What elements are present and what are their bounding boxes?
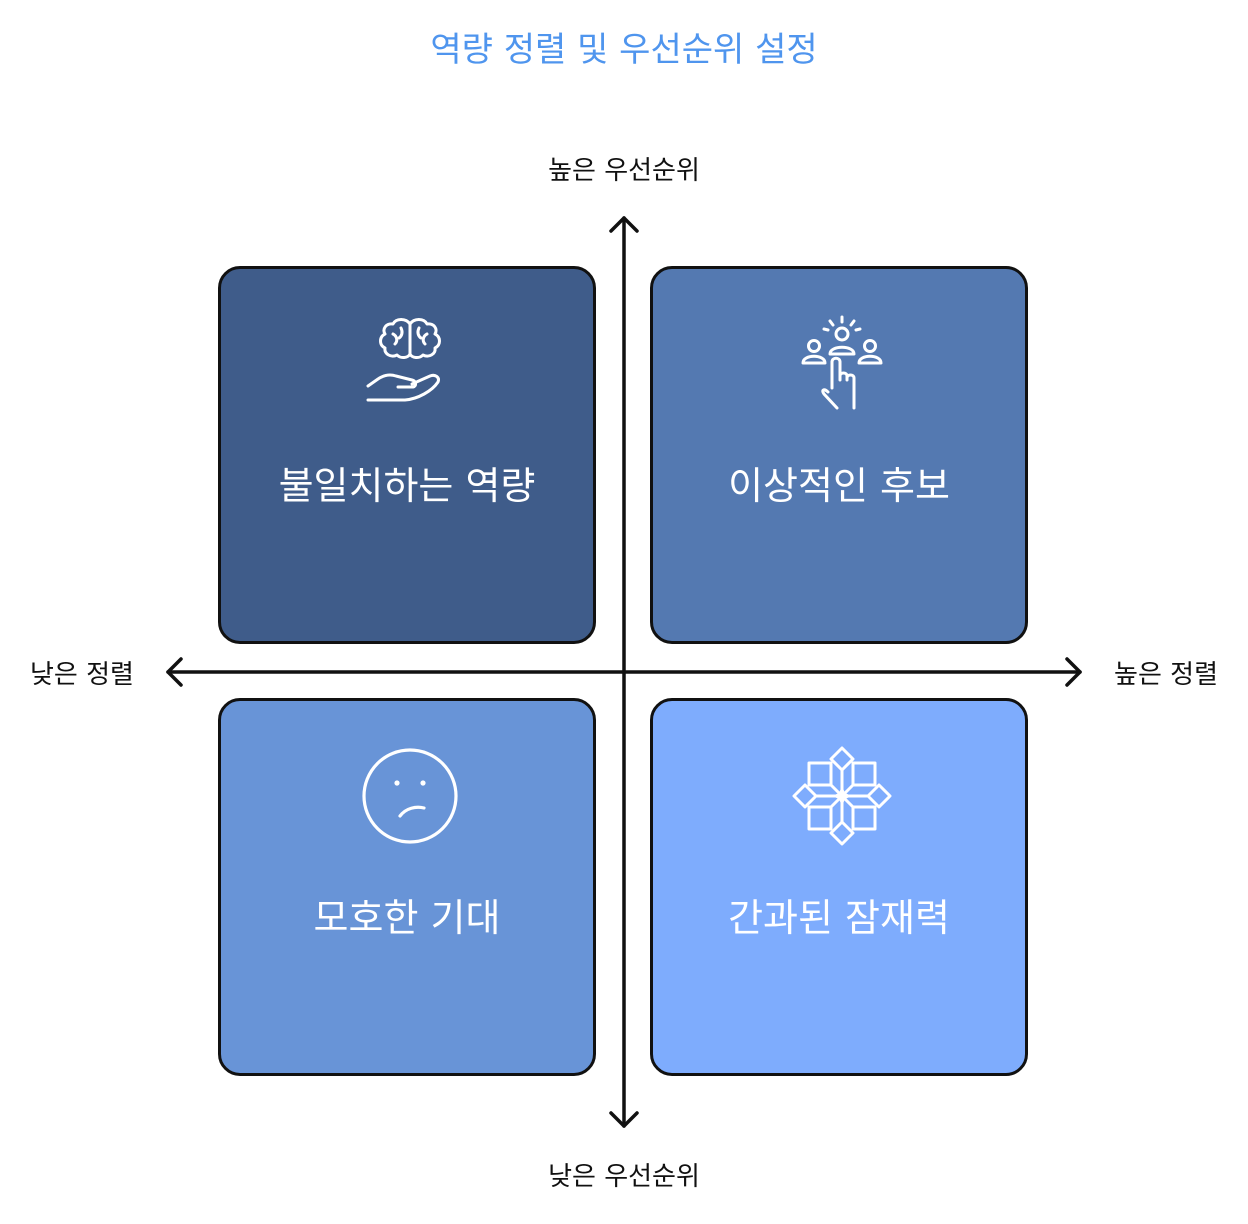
arrow-up-icon (609, 216, 639, 233)
axis-label-high-alignment: 높은 정렬 (1114, 660, 1218, 690)
quadrant-ideal-candidate: 이상적인 후보 (650, 266, 1028, 644)
arrow-right-icon (1065, 657, 1082, 687)
diagram-title: 역량 정렬 및 우선순위 설정 (430, 30, 818, 70)
quadrant-overlooked-potential: 간과된 잠재력 (650, 698, 1028, 1076)
quadrant-mismatched-competency: 불일치하는 역량 (218, 266, 596, 644)
brain-hand-icon (366, 318, 441, 402)
quadrant-label-overlooked: 간과된 잠재력 (728, 896, 950, 940)
hidden-star-icon (792, 746, 892, 846)
quadrant-label-mismatched: 불일치하는 역량 (278, 464, 536, 508)
axis-label-low-priority: 낮은 우선순위 (548, 1162, 700, 1192)
quadrant-label-ambiguous: 모호한 기대 (313, 896, 501, 940)
arrow-left-icon (166, 657, 183, 687)
axis-label-high-priority: 높은 우선순위 (548, 156, 700, 186)
quadrant-ambiguous-expectation: 모호한 기대 (218, 698, 596, 1076)
select-candidate-icon (801, 315, 883, 410)
axis-label-low-alignment: 낮은 정렬 (30, 660, 134, 690)
arrow-down-icon (609, 1111, 639, 1128)
quadrant-label-ideal: 이상적인 후보 (728, 464, 950, 508)
confused-face-icon (362, 748, 458, 844)
